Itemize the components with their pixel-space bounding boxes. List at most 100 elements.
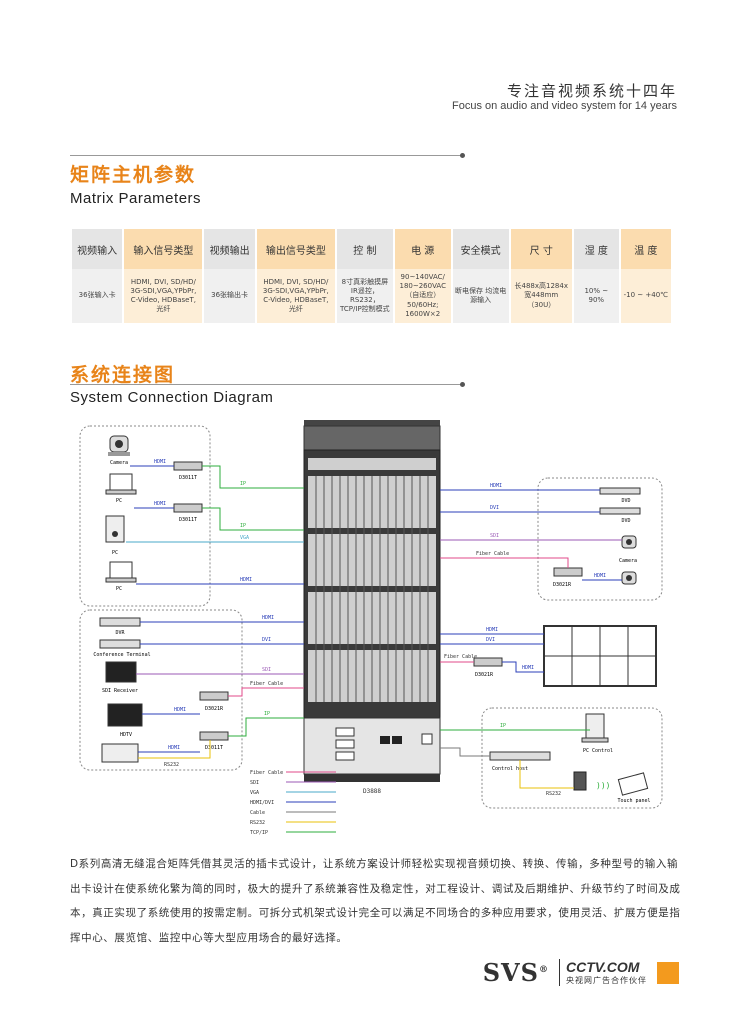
dvi-label: DVI bbox=[486, 637, 495, 643]
dvr-icon bbox=[99, 617, 141, 627]
brand-name: SVS bbox=[482, 958, 539, 987]
line-ip bbox=[202, 465, 304, 489]
sdi-label: SDI bbox=[490, 533, 499, 539]
d3011t-label: D3011T bbox=[179, 517, 197, 523]
dvd-label: DVD bbox=[621, 498, 630, 504]
line-rs232 bbox=[138, 740, 211, 759]
table-header-row: 视频输入 输入信号类型 视频输出 输出信号类型 控 制 电 源 安全模式 尺 寸… bbox=[72, 229, 671, 269]
pc-label: PC bbox=[116, 586, 122, 592]
d3021r-box bbox=[473, 657, 503, 667]
control-host-icon bbox=[489, 751, 551, 761]
orange-square bbox=[657, 961, 679, 984]
line-hdmi bbox=[502, 661, 544, 673]
legend-vga-label: VGA bbox=[250, 790, 259, 796]
header-title-en: Focus on audio and video system for 14 y… bbox=[451, 100, 677, 112]
wireless-icon: ))) bbox=[596, 781, 610, 790]
projector-icon bbox=[101, 743, 139, 763]
legend-fiber-label: Fiber Cable bbox=[250, 770, 283, 776]
hdmi-label: HDMI bbox=[240, 577, 252, 583]
sdi-receiver-label: SDI Receiver bbox=[102, 688, 138, 694]
hdtv-icon bbox=[107, 703, 143, 727]
matrix-label: D3888 bbox=[363, 788, 381, 795]
legend-cable-label: Cable bbox=[250, 810, 265, 816]
divider-dot bbox=[460, 153, 465, 158]
hdmi-label: HDMI bbox=[174, 707, 186, 713]
legend-hdmi-dvi-label: HDMI/DVI bbox=[250, 800, 274, 806]
divider bbox=[70, 384, 462, 385]
hdmi-label: HDMI bbox=[594, 573, 606, 579]
td-in-signal: HDMI, DVI, SD/HD/ 3G-SDI,VGA,YPbPr, C-Vi… bbox=[124, 269, 203, 323]
pc-tower-icon bbox=[581, 713, 609, 743]
router-icon bbox=[573, 771, 587, 791]
divider-dot bbox=[460, 382, 465, 387]
pc-label: PC bbox=[112, 550, 118, 556]
camera-label: Camera bbox=[110, 460, 128, 466]
td-control: 8寸真彩触摸屏 IR遥控，RS232， TCP/IP控制模式 bbox=[336, 269, 393, 323]
td-size: 长488x高1284x 宽448mm（30U） bbox=[510, 269, 572, 323]
th-control: 控 制 bbox=[336, 229, 393, 269]
pc-icon bbox=[105, 561, 137, 583]
line-rs232 bbox=[519, 760, 574, 789]
matrix-chassis bbox=[303, 420, 441, 782]
hdmi-label: HDMI bbox=[168, 745, 180, 751]
d3011t-box bbox=[199, 731, 229, 741]
footer-logos: SVS® CCTV.COM 央视网广告合作伙伴 bbox=[483, 958, 679, 987]
hdmi-label: HDMI bbox=[486, 627, 498, 633]
dvd-label: DVD bbox=[621, 518, 630, 524]
header-title-cn: 专注音视频系统十四年 bbox=[506, 82, 677, 100]
hdmi-label: HDMI bbox=[522, 665, 534, 671]
th-humidity: 湿 度 bbox=[573, 229, 619, 269]
camera-icon bbox=[621, 535, 637, 549]
control-host-label: Control host bbox=[492, 766, 528, 772]
cctv-name: CCTV.COM bbox=[566, 959, 640, 975]
group-left-bottom bbox=[79, 609, 243, 771]
rs232-label: RS232 bbox=[164, 762, 179, 768]
pc-tower-icon bbox=[105, 515, 125, 543]
divider bbox=[70, 155, 462, 156]
dvd-icon bbox=[599, 487, 641, 495]
legend-rs232-label: RS232 bbox=[250, 820, 265, 826]
group-right-top bbox=[537, 477, 663, 601]
line-ip bbox=[228, 717, 304, 737]
d3021r-box bbox=[199, 691, 229, 701]
system-connection-diagram: D3888 Camera PC PC PC D3011T D3011T HDMI… bbox=[79, 420, 663, 836]
dvi-label: DVI bbox=[490, 505, 499, 511]
line-ip bbox=[202, 507, 304, 531]
touch-panel-label: Touch panel bbox=[617, 798, 650, 804]
vga-label: VGA bbox=[240, 535, 249, 541]
legend-tcpip-label: TCP/IP bbox=[250, 830, 268, 836]
th-size: 尺 寸 bbox=[510, 229, 572, 269]
d3021r-label: D3021R bbox=[475, 672, 494, 678]
dvd-icon bbox=[599, 507, 641, 515]
th-video-out: 视频输出 bbox=[204, 229, 255, 269]
sdi-label: SDI bbox=[262, 667, 271, 673]
th-video-in: 视频输入 bbox=[72, 229, 123, 269]
svs-logo: SVS® bbox=[483, 958, 549, 987]
camera-icon bbox=[621, 571, 637, 585]
hdmi-label: HDMI bbox=[154, 459, 166, 465]
hdmi-label: HDMI bbox=[262, 615, 274, 621]
d3021r-box bbox=[553, 567, 583, 577]
td-humidity: 10% ~ 90% bbox=[573, 269, 619, 323]
pc-label: PC bbox=[116, 498, 122, 504]
td-power: 90~140VAC/ 180~260VAC （自适应） 50/60Hz; 160… bbox=[394, 269, 451, 323]
video-wall bbox=[543, 625, 657, 687]
hdmi-label: HDMI bbox=[154, 501, 166, 507]
td-out-signal: HDMI, DVI, SD/HD/ 3G-SDI,VGA,YPbPr, C-Vi… bbox=[256, 269, 335, 323]
hdtv-label: HDTV bbox=[120, 732, 132, 738]
section-diagram-title-en: System Connection Diagram bbox=[70, 389, 274, 406]
d3011t-box bbox=[173, 461, 203, 471]
brand-reg: ® bbox=[539, 965, 549, 975]
ip-label: IP bbox=[240, 523, 246, 529]
camera-label: Camera bbox=[619, 558, 637, 564]
conference-icon bbox=[99, 639, 141, 649]
d3021r-label: D3021R bbox=[205, 706, 224, 712]
ip-label: IP bbox=[264, 711, 270, 717]
pc-icon bbox=[105, 473, 137, 495]
description-paragraph: D系列高清无缝混合矩阵凭借其灵活的插卡式设计，让系统方案设计师轻松实现视音频切换… bbox=[70, 858, 681, 944]
th-power: 电 源 bbox=[394, 229, 451, 269]
table-row: 36张输入卡 HDMI, DVI, SD/HD/ 3G-SDI,VGA,YPbP… bbox=[72, 269, 671, 323]
group-right-bottom bbox=[481, 707, 663, 809]
group-left-top bbox=[79, 425, 211, 607]
section-diagram-title-cn: 系统连接图 bbox=[70, 364, 176, 386]
